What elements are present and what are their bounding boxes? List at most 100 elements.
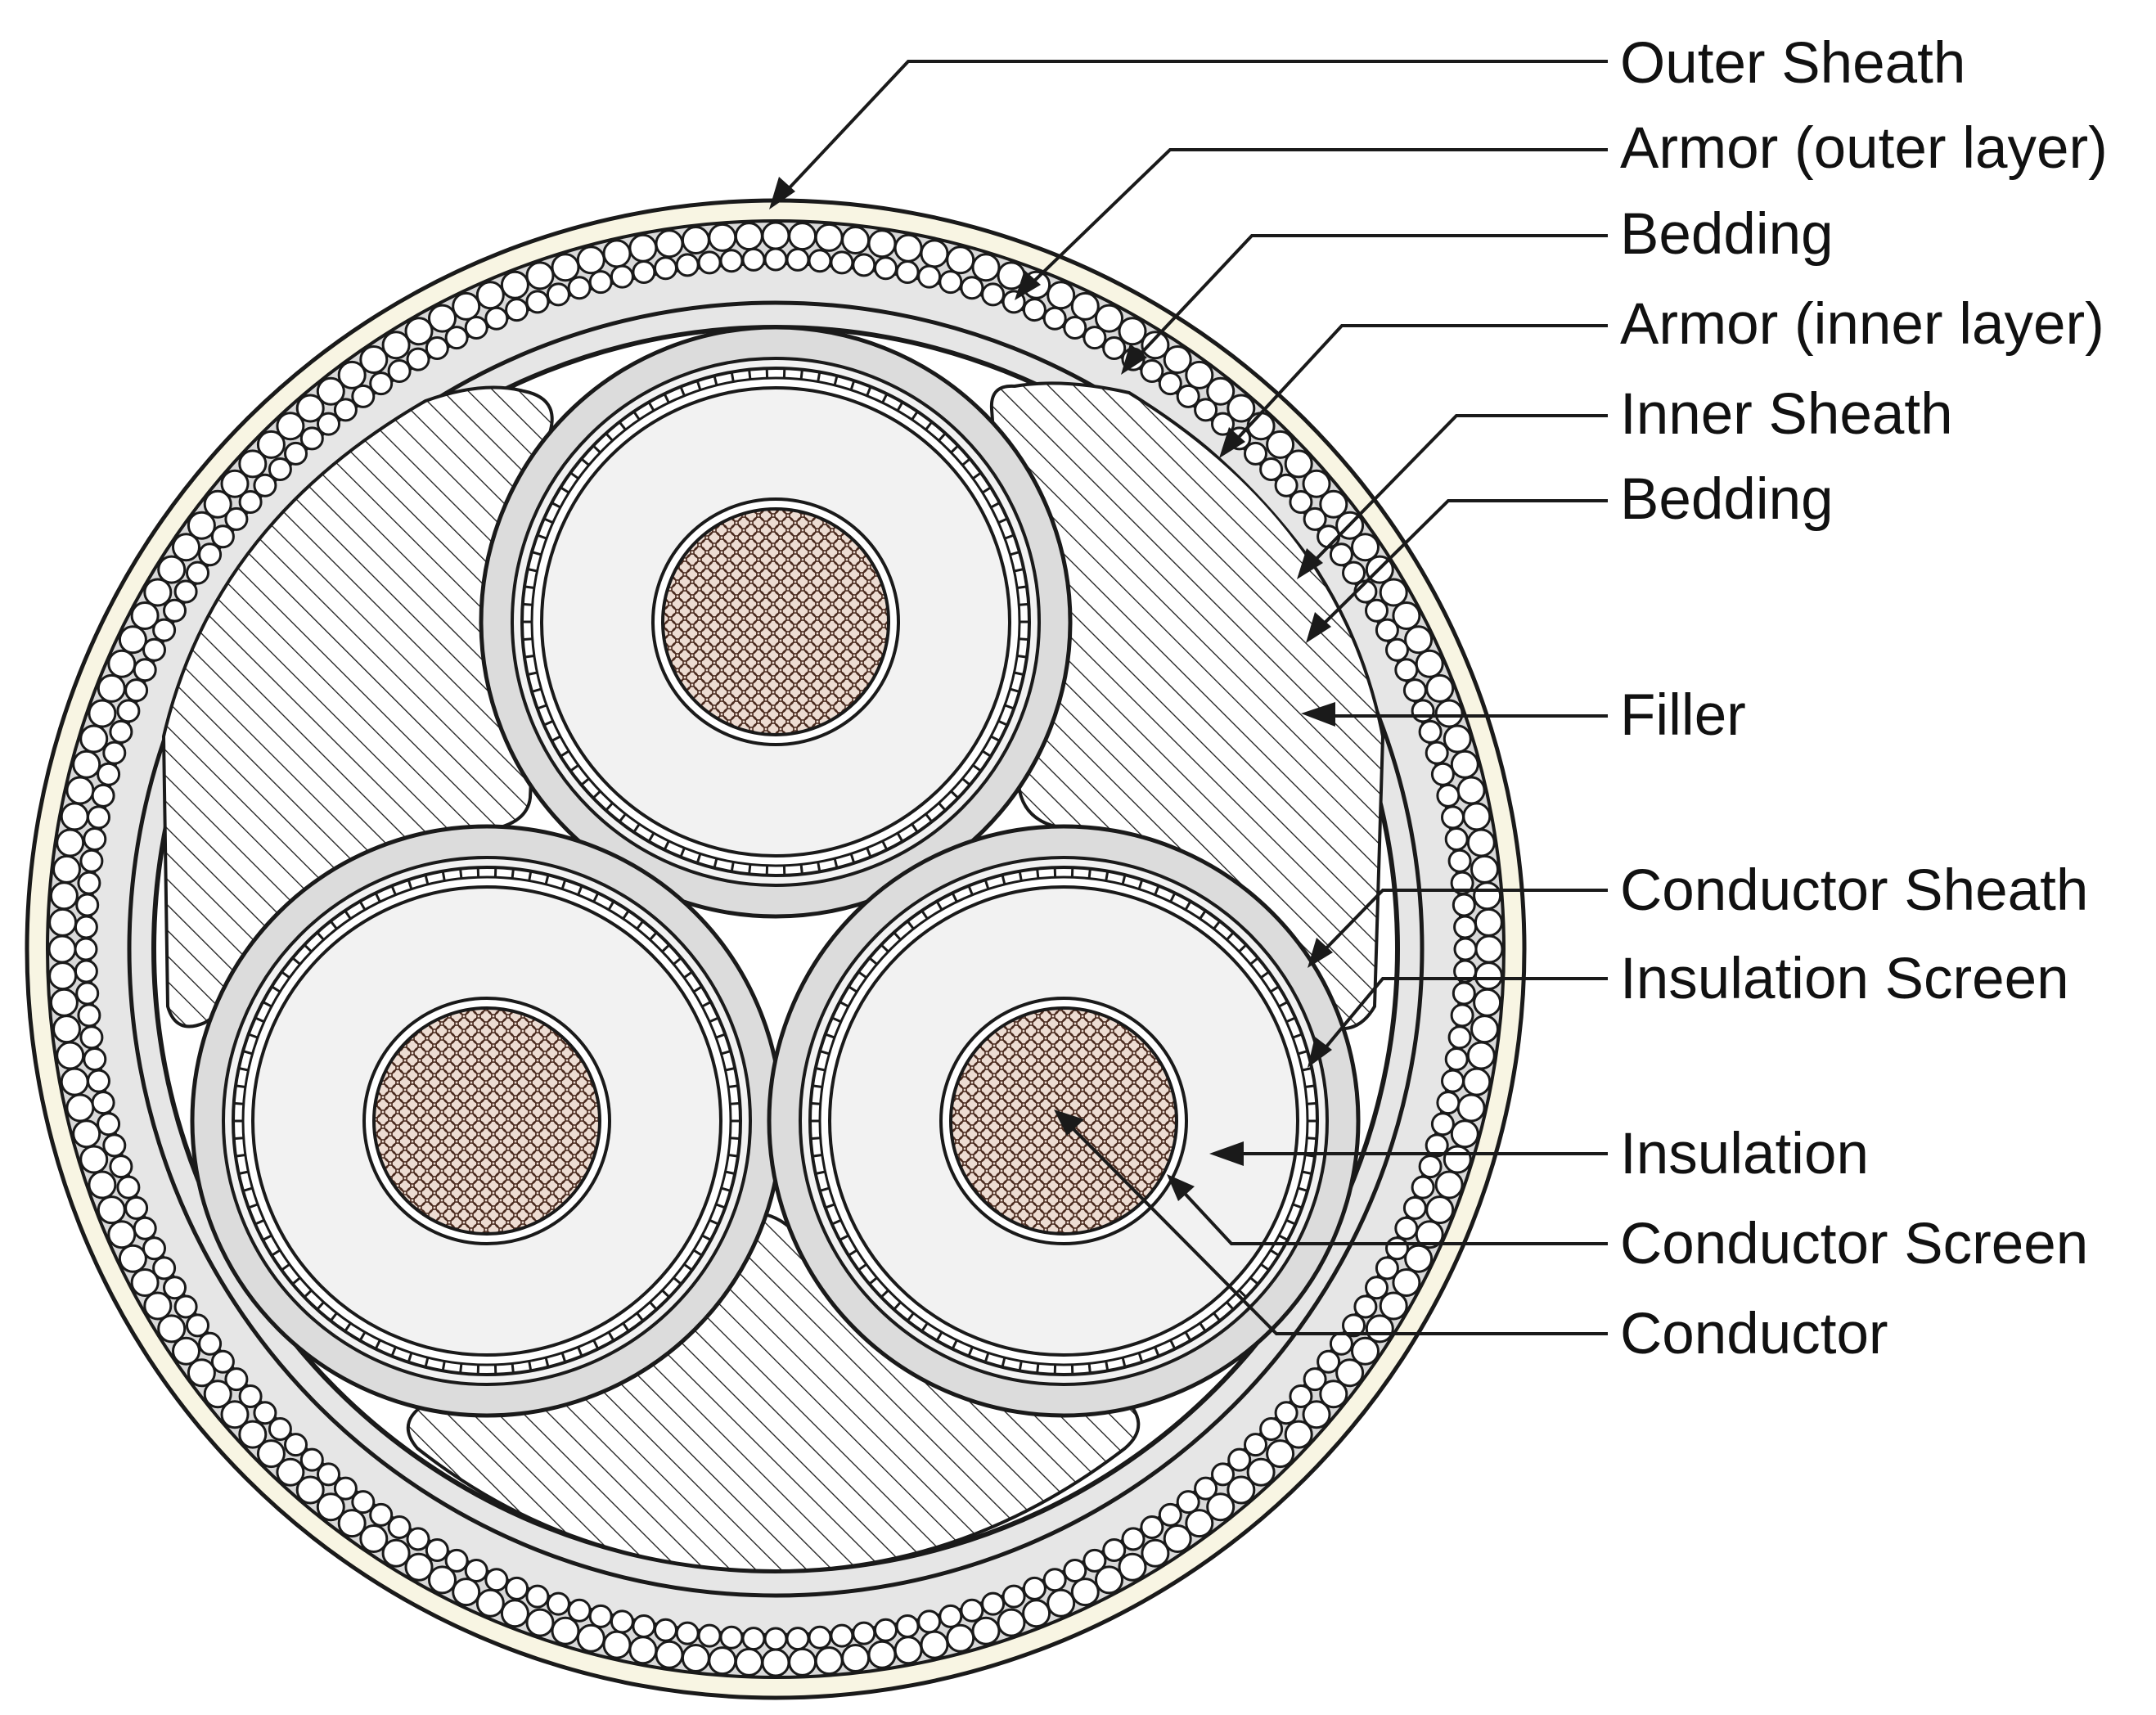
screen-tape-tick [1001,1357,1006,1368]
armor-wire-outer [276,1457,305,1487]
screen-tape-tick [358,1331,367,1342]
screen-tape-tick [607,1331,615,1342]
screen-tape-tick [1010,687,1020,693]
armor-wire-inner [917,1609,942,1634]
label-insulation-screen: Insulation Screen [1620,947,2069,1011]
armor-wire-outer [1302,469,1331,498]
armor-wire-inner [1317,1349,1341,1374]
armor-wire-outer [920,239,949,268]
armor-wire-outer [867,1640,897,1669]
armor-wire-outer [1141,1538,1170,1568]
screen-tape-tick [848,985,858,993]
armor-wire-inner [142,637,166,662]
armor-wire-inner [253,1401,277,1425]
leader-armor-outer [1025,148,1608,290]
screen-tape-tick [893,931,902,941]
armor-wire-outer [734,222,763,251]
screen-tape-tick [967,885,974,896]
armor-wire-inner [369,371,394,396]
armor-wire-outer [1070,291,1100,321]
armor-wire-outer [220,1400,250,1429]
armor-wire-inner [317,412,340,436]
screen-tape-tick [233,1101,244,1105]
screen-tape-tick [815,1170,826,1175]
screen-tape-tick [857,1263,867,1272]
armor-wire-inner [610,1609,634,1634]
screen-tape-tick [303,943,313,953]
armor-wire-outer [1046,281,1076,310]
conductor [372,1006,601,1236]
armor-wire-inner [133,658,157,682]
screen-tape-tick [1260,1263,1270,1272]
screen-tape-tick [271,985,281,993]
screen-tape-tick [727,1084,739,1088]
screen-tape-tick [632,823,641,833]
armor-wire-inner [74,915,98,939]
armor-wire-outer [1462,802,1492,831]
armor-wire-inner [1140,359,1164,383]
armor-wire-outer [316,376,345,406]
armor-wire-outer [359,345,389,374]
armor-wire-outer [381,331,411,360]
armor-wire-outer [525,1608,555,1637]
screen-tape-tick [1154,885,1160,896]
armor-wire-inner [268,1417,292,1441]
screen-tape-tick [1004,704,1015,710]
armor-wire-outer [576,245,605,275]
armor-outer-layer-wires [47,221,1504,1677]
screen-tape-tick [551,502,561,509]
armor-wire-inner [763,1627,788,1651]
armor-wire-outer [1246,1457,1276,1487]
conductor [661,507,890,736]
screen-tape-tick [1285,1218,1296,1226]
armor-wire-inner [163,1276,187,1300]
screen-tape-tick [893,1301,902,1311]
armor-wire-outer [1141,331,1170,360]
screen-tape-tick [817,371,821,382]
armor-wire-outer [1351,533,1380,562]
armor-wire-outer [1266,1439,1295,1469]
armor-wire-inner [1001,1584,1026,1609]
screen-tape-tick [1014,671,1024,676]
armor-wire-inner [163,598,187,623]
screen-tape-tick [569,471,579,480]
armor-wire-outer [1206,1492,1236,1522]
armor-wire-inner [133,1216,157,1240]
armor-wire-inner [1194,1476,1218,1501]
armor-wire-inner [152,1256,177,1281]
armor-wire-inner [1447,848,1472,873]
screen-tape-tick [1169,892,1177,903]
armor-wire-inner [444,326,469,350]
screen-tape-tick [580,457,590,466]
armor-wire-inner [505,298,529,322]
screen-tape-tick [715,1203,726,1209]
armor-wire-inner [116,699,141,723]
armor-wire-inner [116,1175,141,1200]
screen-tape-tick [254,1218,265,1226]
screen-tape-tick [1004,533,1015,540]
armor-wire-outer [602,1630,632,1659]
screen-tape-tick [727,1154,739,1158]
screen-tape-tick [235,1084,246,1088]
armor-wire-outer [1404,1244,1434,1273]
screen-tape-tick [1278,1234,1289,1241]
armor-wire-outer [841,226,871,254]
armor-wire-outer [52,854,81,884]
screen-tape-tick [537,533,547,540]
screen-tape-tick [911,411,919,421]
armor-wire-inner [1353,1294,1378,1319]
screen-tape-tick [1036,868,1040,879]
screen-tape-tick [730,1101,740,1105]
armor-wire-outer [65,776,95,805]
armor-wire-inner [697,250,722,275]
armor-wire-inner [1441,805,1465,830]
label-conductor: Conductor [1620,1302,1888,1366]
armor-wire-inner [369,1502,394,1527]
screen-tape-tick [242,1050,253,1056]
screen-tape-tick [935,900,943,911]
armor-wire-outer [56,828,85,858]
screen-tape-tick [407,1352,413,1363]
armor-wire-inner [198,542,223,567]
armor-wire-outer [1185,360,1214,389]
armor-wire-outer [276,412,305,441]
